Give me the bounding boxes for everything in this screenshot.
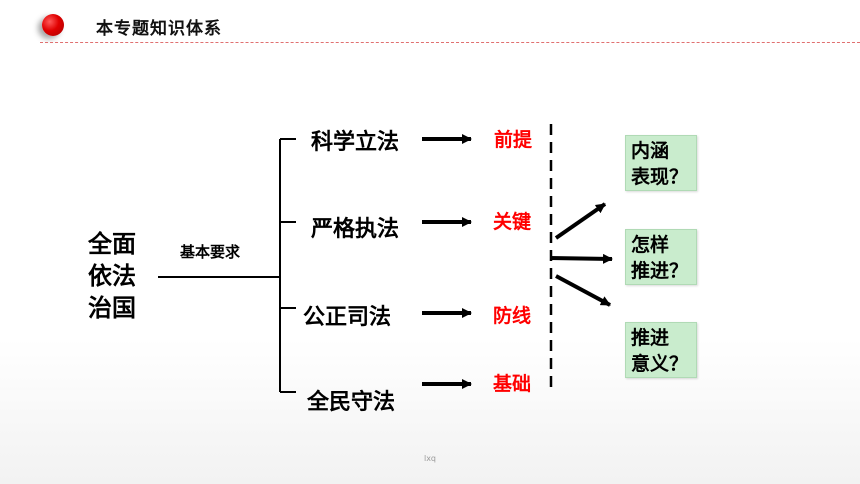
footer-mark: lxq	[423, 454, 437, 463]
fan-arrow-down	[555, 274, 611, 307]
question-box-2: 怎样 推进？	[625, 229, 697, 285]
subject-line-3: 治国	[88, 294, 136, 322]
requirement-label: 基本要求	[180, 243, 241, 261]
item-3-label: 公正司法	[303, 305, 392, 330]
page-title: 本专题知识体系	[96, 19, 222, 39]
item-1-label: 科学立法	[311, 130, 400, 155]
subject-label: 全面 依法 治国	[88, 228, 136, 324]
header-bullet-icon	[42, 14, 64, 36]
item-4-label: 全民守法	[307, 390, 396, 415]
question-box-1: 内涵 表现？	[625, 135, 697, 191]
fan-arrow-mid	[549, 253, 613, 264]
question-3-line-1: 推进	[631, 327, 670, 349]
question-1-line-1: 内涵	[631, 140, 670, 162]
question-1-line-2: 表现？	[631, 166, 689, 188]
item-3-role: 防线	[493, 305, 532, 327]
header-divider	[40, 42, 860, 43]
fan-arrow-up	[554, 202, 607, 240]
subject-line-1: 全面	[88, 230, 136, 258]
item-1-role: 前提	[494, 129, 533, 151]
question-3-line-2: 意义？	[631, 353, 689, 375]
item-4-role: 基础	[493, 373, 532, 395]
subject-line-2: 依法	[88, 262, 136, 290]
item-2-label: 严格执法	[311, 217, 400, 242]
item-2-role: 关键	[493, 211, 532, 233]
question-2-line-1: 怎样	[631, 234, 670, 256]
question-2-line-2: 推进？	[631, 260, 689, 282]
question-box-3: 推进 意义？	[625, 322, 697, 378]
